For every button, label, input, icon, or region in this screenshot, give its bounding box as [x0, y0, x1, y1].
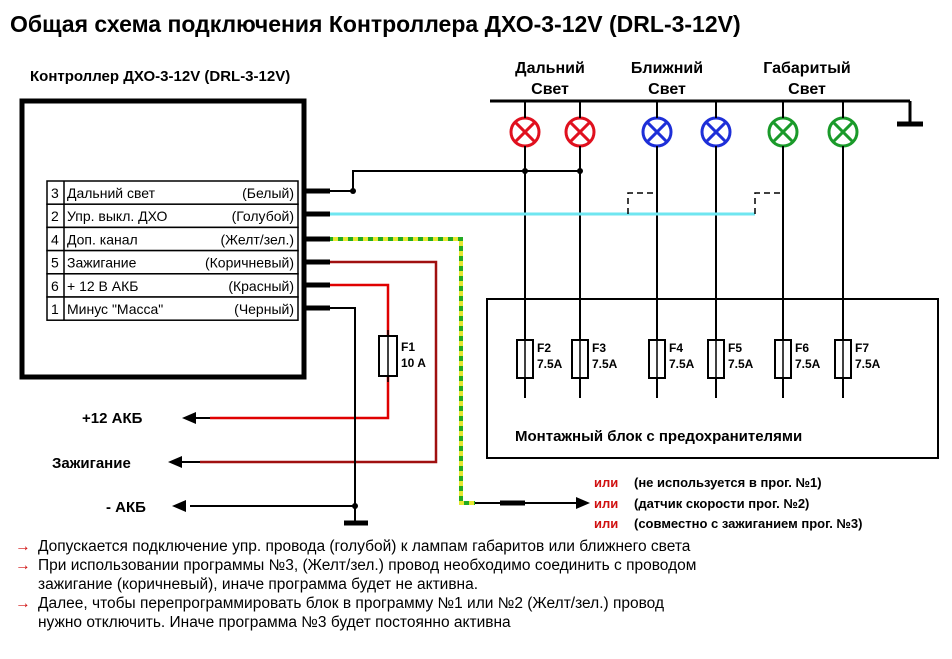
- option-text: (датчик скорости прог. №2): [634, 496, 809, 511]
- note-arrow-icon: →: [15, 595, 31, 612]
- wire-plus12: [318, 283, 390, 336]
- pin-number: 4: [51, 231, 59, 247]
- pin-wire-color: (Белый): [242, 185, 294, 201]
- alt-link-parking: [754, 192, 783, 214]
- label-plus12: +12 АКБ: [82, 410, 143, 427]
- pin-row: [46, 296, 299, 321]
- pin-number: 3: [51, 185, 59, 201]
- aux-options: или (не используется в прог. №1) или (датчи…: [594, 475, 862, 531]
- option-or: или: [594, 496, 618, 511]
- pin-wire-color: (Коричневый): [205, 255, 294, 271]
- arrow-plus12: [182, 412, 196, 424]
- fuse-rating: 7.5A: [728, 357, 754, 371]
- lamp-icon: [509, 116, 541, 148]
- lamp-icon: [700, 116, 732, 148]
- note-arrow-icon: →: [15, 538, 31, 555]
- pin-number: 5: [51, 255, 59, 271]
- pin-wire-color: (Черный): [234, 301, 294, 317]
- fuse-name: F3: [592, 341, 606, 355]
- fuse-row: F2 7.5A F3 7.5A F4 7.5A F5 7.5A F6 7.5A F7 7.5A: [516, 335, 881, 398]
- pin-wire-color: (Красный): [228, 278, 294, 294]
- lamp-icon: [827, 116, 859, 148]
- lamps: [509, 116, 859, 148]
- arrow-minus: [172, 500, 186, 512]
- lamp-group-label: Свет: [531, 81, 569, 98]
- fuse-block: [486, 298, 939, 459]
- lamp-icon: [564, 116, 596, 148]
- arrow-ignition: [168, 456, 182, 468]
- fuse-name: F7: [855, 341, 869, 355]
- lamp-group-label: Дальний: [515, 60, 585, 77]
- pin-name: + 12 В АКБ: [67, 278, 138, 294]
- lamp-wires: [524, 101, 844, 335]
- fuse-name: F5: [728, 341, 742, 355]
- lamp-group-label: Габаритый: [763, 60, 850, 77]
- fuse-name: F6: [795, 341, 809, 355]
- fuse-rating: 7.5A: [537, 357, 563, 371]
- lamp-icon: [767, 116, 799, 148]
- alt-link-low-beam: [627, 192, 655, 214]
- wire-ground: [318, 307, 356, 510]
- fuse-rating: 7.5A: [592, 357, 618, 371]
- fuse-rating: 7.5A: [795, 357, 821, 371]
- diagram-title: Общая схема подключения Контроллера ДХО-…: [10, 11, 741, 37]
- pin-number: 2: [51, 208, 59, 224]
- pin-name: Минус "Масса": [67, 301, 163, 317]
- pin-wire-color: (Голубой): [232, 208, 294, 224]
- pin-name: Доп. канал: [67, 231, 138, 247]
- lamp-icon: [641, 116, 673, 148]
- fuse-name: F4: [669, 341, 683, 355]
- fuse-block-label: Монтажный блок с предохранителями: [515, 428, 802, 445]
- pin-connectors: [305, 188, 330, 311]
- wire-aux-channel: [318, 237, 590, 509]
- pin-name: Упр. выкл. ДХО: [67, 208, 167, 224]
- pin-wire-color: (Желт/зел.): [220, 231, 294, 247]
- pin-name: Дальний свет: [67, 185, 156, 201]
- option-text: (не используется в прог. №1): [634, 475, 822, 490]
- fuse-name: F2: [537, 341, 551, 355]
- pin-table: 3 Дальний свет (Белый) 2 Упр. выкл. ДХО (Голу…: [46, 180, 299, 321]
- option-or: или: [594, 516, 618, 531]
- note-3: → Далее, чтобы перепрограммировать блок …: [8, 594, 948, 632]
- note-1: → Допускается подключение упр. провода (…: [8, 537, 948, 556]
- pin-number: 6: [51, 278, 59, 294]
- lamp-group-label: Свет: [648, 81, 686, 98]
- fuse-rating: 7.5A: [855, 357, 881, 371]
- option-or: или: [594, 475, 618, 490]
- option-text: (совместно с зажиганием прог. №3): [634, 516, 862, 531]
- note-2: → При использовании программы №3, (Желт/…: [8, 556, 948, 594]
- wire-high-beam: [305, 168, 528, 194]
- fuse-rating: 7.5A: [669, 357, 695, 371]
- lamp-group-label: Ближний: [631, 60, 703, 77]
- label-ignition: Зажигание: [52, 455, 131, 472]
- label-minus: - АКБ: [106, 499, 146, 516]
- pin-number: 1: [51, 301, 59, 317]
- notes: → Допускается подключение упр. провода (…: [8, 537, 948, 632]
- controller-label: Контроллер ДХО-3-12V (DRL-3-12V): [30, 68, 290, 85]
- note-arrow-icon: →: [15, 557, 31, 574]
- pin-name: Зажигание: [67, 255, 137, 271]
- fuse-f1-name: F1: [401, 340, 415, 354]
- fuse-f1-rating: 10 A: [401, 356, 426, 370]
- wire-ignition: [200, 260, 438, 464]
- lamp-group-label: Свет: [788, 81, 826, 98]
